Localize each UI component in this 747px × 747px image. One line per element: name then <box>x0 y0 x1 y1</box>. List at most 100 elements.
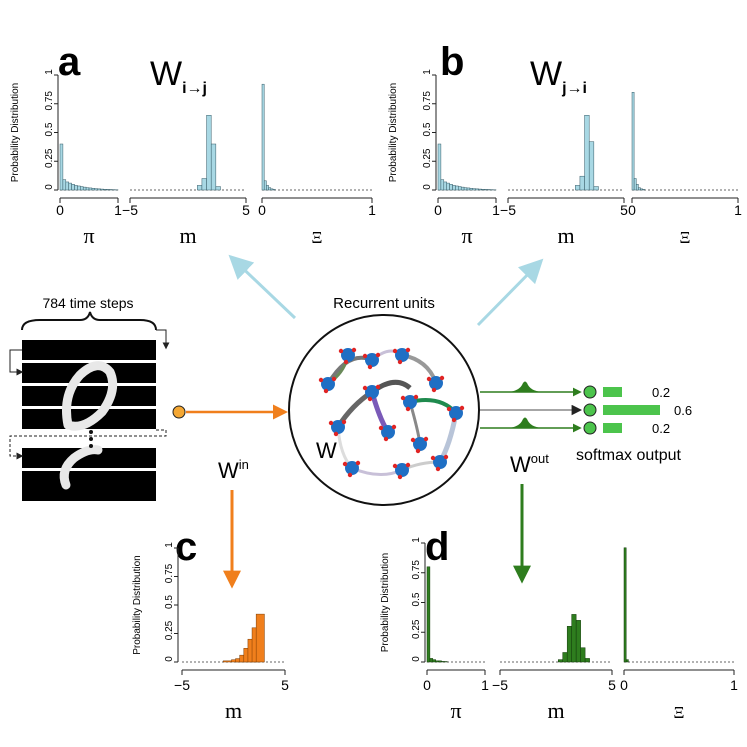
x-tick-label: 5 <box>281 677 289 693</box>
x-tick-label: 1 <box>730 677 738 693</box>
histogram-bar <box>255 613 265 663</box>
output-value: 0.2 <box>652 421 670 436</box>
histogram-bar <box>584 658 590 663</box>
histogram-bar <box>440 179 445 191</box>
synapse-dot <box>362 353 368 359</box>
y-axis-label: Probability Distribution <box>132 555 143 655</box>
x-tick-label: 1 <box>734 202 742 218</box>
histogram-bar <box>475 188 479 191</box>
recurrent-unit <box>403 395 417 409</box>
synapse-dot <box>400 395 406 401</box>
histogram-bar <box>584 115 590 191</box>
recurrent-unit <box>395 348 409 362</box>
synapse-dot <box>333 431 339 437</box>
histogram-bar <box>635 184 639 191</box>
x-axis-label-pi: π <box>461 223 472 248</box>
synapse-dot <box>392 463 398 469</box>
x-tick-label: 5 <box>620 202 628 218</box>
histogram-bar <box>625 659 629 663</box>
synapse-dot <box>338 348 344 354</box>
panel-b-title: Wj→i <box>530 55 587 97</box>
histogram-bar <box>631 92 635 191</box>
histogram-bar <box>458 186 462 191</box>
synapse-dot <box>342 461 348 467</box>
digit-stroke-bottom <box>59 445 103 490</box>
w-out-label: Wout <box>510 451 549 477</box>
synapse-dot <box>397 474 403 480</box>
histogram-bar <box>441 661 445 663</box>
histogram-bar <box>588 141 595 191</box>
histogram-bar <box>579 175 585 191</box>
x-tick-label: 1 <box>492 202 500 218</box>
synapse-dot <box>367 364 373 370</box>
synapse-dot <box>405 347 411 353</box>
mnist-strip <box>22 484 156 501</box>
histogram-bar <box>261 83 265 191</box>
histogram-bar <box>443 181 447 191</box>
x-axis-label-xi: Ξ <box>680 228 691 247</box>
arrow-to-panel-a <box>228 254 297 320</box>
y-tick-label: 0.5 <box>164 595 175 609</box>
histogram-bar <box>638 187 641 191</box>
histogram-bar <box>460 186 465 191</box>
synapse-dot <box>413 394 419 400</box>
recurrent-unit <box>433 455 447 469</box>
x-tick-label: −5 <box>492 677 508 693</box>
synapse-dot <box>405 406 411 412</box>
x-tick-label: 0 <box>628 202 636 218</box>
histogram-bar <box>593 186 599 191</box>
histogram-bar <box>263 180 267 191</box>
x-tick-label: −5 <box>174 677 190 693</box>
panel-letter-a: a <box>58 40 81 84</box>
y-tick-label: 0 <box>422 184 433 190</box>
x-tick-label: 5 <box>242 202 250 218</box>
panel-a-title-main: W <box>150 55 182 93</box>
panel-a-title-sub: i→j <box>182 80 207 97</box>
histogram-bar <box>575 620 581 663</box>
histogram-bar <box>571 614 577 663</box>
y-tick-label: 0.75 <box>411 560 422 580</box>
histogram-bar <box>77 185 81 191</box>
x-tick-label: −5 <box>122 202 138 218</box>
y-tick-label: 0.5 <box>411 592 422 606</box>
digit-stroke-top <box>62 361 118 431</box>
w-out-main: W <box>510 452 531 477</box>
synapse-dot <box>410 437 416 443</box>
recurrent-unit <box>321 377 335 391</box>
y-tick-label: 0.75 <box>422 91 433 111</box>
synapse-dot <box>430 455 436 461</box>
histogram-bar <box>59 143 64 191</box>
recurrent-unit <box>395 463 409 477</box>
synapse-dot <box>383 436 389 442</box>
y-axis-label: Probability Distribution <box>380 553 391 653</box>
x-tick-label: 1 <box>481 677 489 693</box>
histogram-bar <box>80 186 84 191</box>
y-tick-label: 0.25 <box>422 148 433 168</box>
x-tick-label: 0 <box>620 677 628 693</box>
w-in-sup: in <box>239 457 249 472</box>
histogram-bar <box>472 188 476 191</box>
histogram-bar <box>272 189 276 191</box>
output-value: 0.2 <box>652 385 670 400</box>
softmax-outputs: 0.20.60.2 <box>583 385 692 436</box>
connector-left <box>9 349 24 376</box>
recurrent-unit <box>365 353 379 367</box>
input-node <box>172 405 186 419</box>
histogram-bar <box>575 185 581 191</box>
synapse-dot <box>355 460 361 466</box>
x-tick-label: 0 <box>423 677 431 693</box>
histogram-bar <box>266 185 269 191</box>
connector-right <box>156 329 170 350</box>
x-tick-label: 1 <box>368 202 376 218</box>
x-tick-label: 0 <box>434 202 442 218</box>
y-tick-label: 0.25 <box>44 148 55 168</box>
histogram-bar <box>438 660 442 663</box>
histogram-bar <box>642 189 645 191</box>
histogram-bar <box>210 143 217 191</box>
panel-letter-c: c <box>175 525 197 569</box>
histogram-bar <box>97 188 101 191</box>
panel-a-title: Wi→j <box>150 55 207 97</box>
arrow-to-panel-b <box>476 258 544 327</box>
histogram-bar <box>455 185 459 191</box>
